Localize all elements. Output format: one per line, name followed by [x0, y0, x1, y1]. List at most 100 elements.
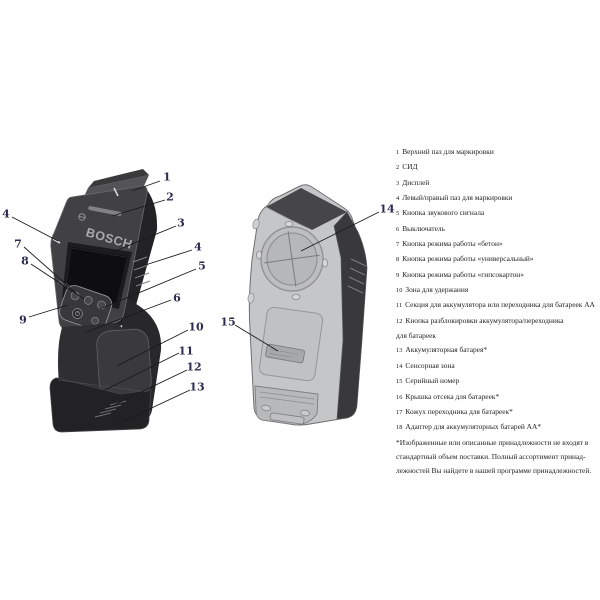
leader-line-1	[131, 180, 161, 192]
battery-pack	[49, 377, 152, 433]
display-reflection	[71, 247, 127, 258]
legend-item-number: 9	[396, 271, 400, 279]
leader-line-14	[300, 211, 380, 252]
callout-15: 15	[220, 315, 236, 329]
leader-line-13	[112, 389, 191, 427]
legend-item-text: Сенсорная зона	[405, 360, 455, 370]
callout-11: 11	[178, 344, 194, 358]
leader-line-5	[99, 268, 197, 310]
legend-item-text: Выключатель	[402, 223, 445, 233]
legend-item-number: 7	[396, 241, 400, 249]
sound-button	[91, 316, 99, 325]
mode-button-universal	[83, 296, 93, 305]
leader-line-3	[102, 225, 177, 257]
legend-item-number: 3	[396, 179, 400, 187]
power-button	[71, 308, 83, 319]
device-front-view: BOSCH Professional	[49, 169, 162, 433]
legend-item-number: 10	[396, 287, 403, 295]
leader-line-2	[111, 199, 166, 217]
leader-line-15	[234, 324, 279, 352]
bosch-emblem-icon	[78, 213, 86, 221]
legend-footnote: *Изображенные или описанные принадлежнос…	[396, 437, 592, 476]
legend-item-number: 16	[396, 393, 403, 401]
callout-12: 12	[186, 360, 202, 374]
legend-item-text: Секция для аккумулятора или переходника …	[405, 300, 595, 310]
crosshair	[264, 231, 320, 287]
legend-item-number: 17	[396, 408, 403, 416]
legend-item-number: 14	[396, 362, 403, 370]
device-back-view	[247, 184, 368, 426]
callout-5: 5	[198, 259, 206, 273]
top-marking-groove	[113, 187, 119, 197]
battery-cover-ridges	[259, 391, 315, 405]
callout-7: 7	[14, 237, 22, 251]
callout-14: 14	[379, 202, 395, 216]
side-ribs	[132, 256, 151, 287]
leader-line-12	[111, 369, 188, 407]
leader-line-10	[116, 329, 189, 367]
legend-item-text: Левый/правый паз для маркировки	[402, 193, 513, 203]
legend-item-number: 1	[396, 149, 400, 156]
cover-screw	[261, 404, 271, 412]
device-diagram: BOSCH Professional	[11, 169, 380, 433]
left-edge-tab	[247, 292, 255, 304]
legend-item-text: Аккумуляторная батарея*	[405, 345, 488, 355]
legend-item-text: Кнопка режима работы «бетон»	[402, 239, 503, 249]
callout-3: 3	[177, 216, 185, 230]
callout-6: 6	[173, 291, 181, 305]
leader-line-9	[28, 304, 69, 318]
left-edge-tab	[252, 218, 260, 230]
legend-item-number: 12	[396, 317, 403, 325]
legend-item-number: 5	[396, 210, 400, 218]
callout-13: 13	[189, 380, 205, 394]
leader-line-4-right	[135, 249, 193, 269]
leader-line-11	[104, 352, 180, 391]
leader-line-7	[23, 246, 77, 294]
legend-item-text: СИД	[402, 162, 418, 172]
legend-item-text: Кнопка режима работы «универсальный»	[402, 254, 534, 264]
power-icon-line	[77, 310, 79, 314]
legend-item-text: Зона для удержания	[405, 285, 469, 295]
leader-lines	[11, 180, 380, 427]
led-indicator	[88, 206, 122, 216]
legend-item-number: 8	[396, 256, 400, 264]
adapter-grip	[333, 211, 368, 420]
legend-item-text: Дисплей	[402, 177, 430, 187]
legend-item-number: 6	[396, 225, 400, 233]
device-top-face-far	[88, 169, 149, 188]
serial-number-label	[265, 343, 305, 364]
legend-item-text: Кожух переходника для батареек*	[405, 406, 513, 416]
mode-button-concrete	[70, 291, 80, 301]
callout-1: 1	[163, 170, 171, 184]
legend-item-text: Крышка отсека для батареек*	[405, 391, 500, 401]
sensor-marking-notches	[256, 221, 328, 300]
legend-item-number: 11	[396, 302, 403, 310]
callout-4-left: 4	[2, 207, 10, 221]
legend-item-text: Адаптер для аккумуляторных батарей АА*	[405, 422, 542, 432]
leader-line-8	[30, 263, 85, 300]
legend-item-text: Серийный номер	[405, 376, 460, 386]
callout-9: 9	[19, 313, 27, 327]
legend-item-text: Кнопка разблокировки аккумулятора/перехо…	[396, 315, 564, 341]
device-top-cap	[266, 188, 347, 230]
grip-zone-panel	[96, 328, 152, 398]
back-panel	[258, 306, 324, 382]
leader-line-4-left	[11, 216, 59, 242]
leader-line-6	[85, 299, 172, 333]
legend-item-number: 15	[396, 378, 403, 386]
top-cap-chamfer	[265, 206, 313, 231]
legend-item-number: 13	[396, 347, 403, 355]
left-marking-groove	[52, 238, 61, 244]
